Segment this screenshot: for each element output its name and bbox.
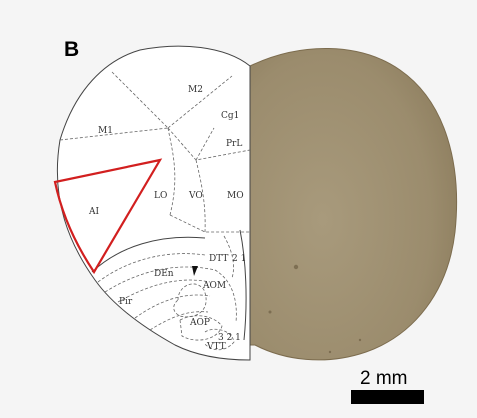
- label-aom: AOM: [202, 281, 226, 291]
- label-vtt: VTT: [206, 342, 226, 352]
- scale-bar: [351, 390, 424, 404]
- atlas-outline: [57, 46, 250, 360]
- label-m2: M2: [188, 85, 203, 95]
- label-prl: PrL: [226, 139, 242, 149]
- label-den: DEn: [154, 269, 174, 279]
- label-dtt-layers: 2 1: [232, 254, 246, 264]
- label-mo: MO: [227, 191, 244, 201]
- label-m1: M1: [98, 126, 113, 136]
- tissue-section: [250, 48, 457, 359]
- label-dtt: DTT: [209, 254, 228, 264]
- label-vo: VO: [188, 191, 203, 201]
- label-aop: AOP: [189, 318, 210, 328]
- label-cg1: Cg1: [221, 111, 239, 121]
- label-ai: AI: [88, 207, 99, 217]
- label-lo: LO: [154, 191, 167, 201]
- label-pir: Pir: [119, 297, 133, 307]
- scale-bar-label: 2 mm: [360, 368, 408, 389]
